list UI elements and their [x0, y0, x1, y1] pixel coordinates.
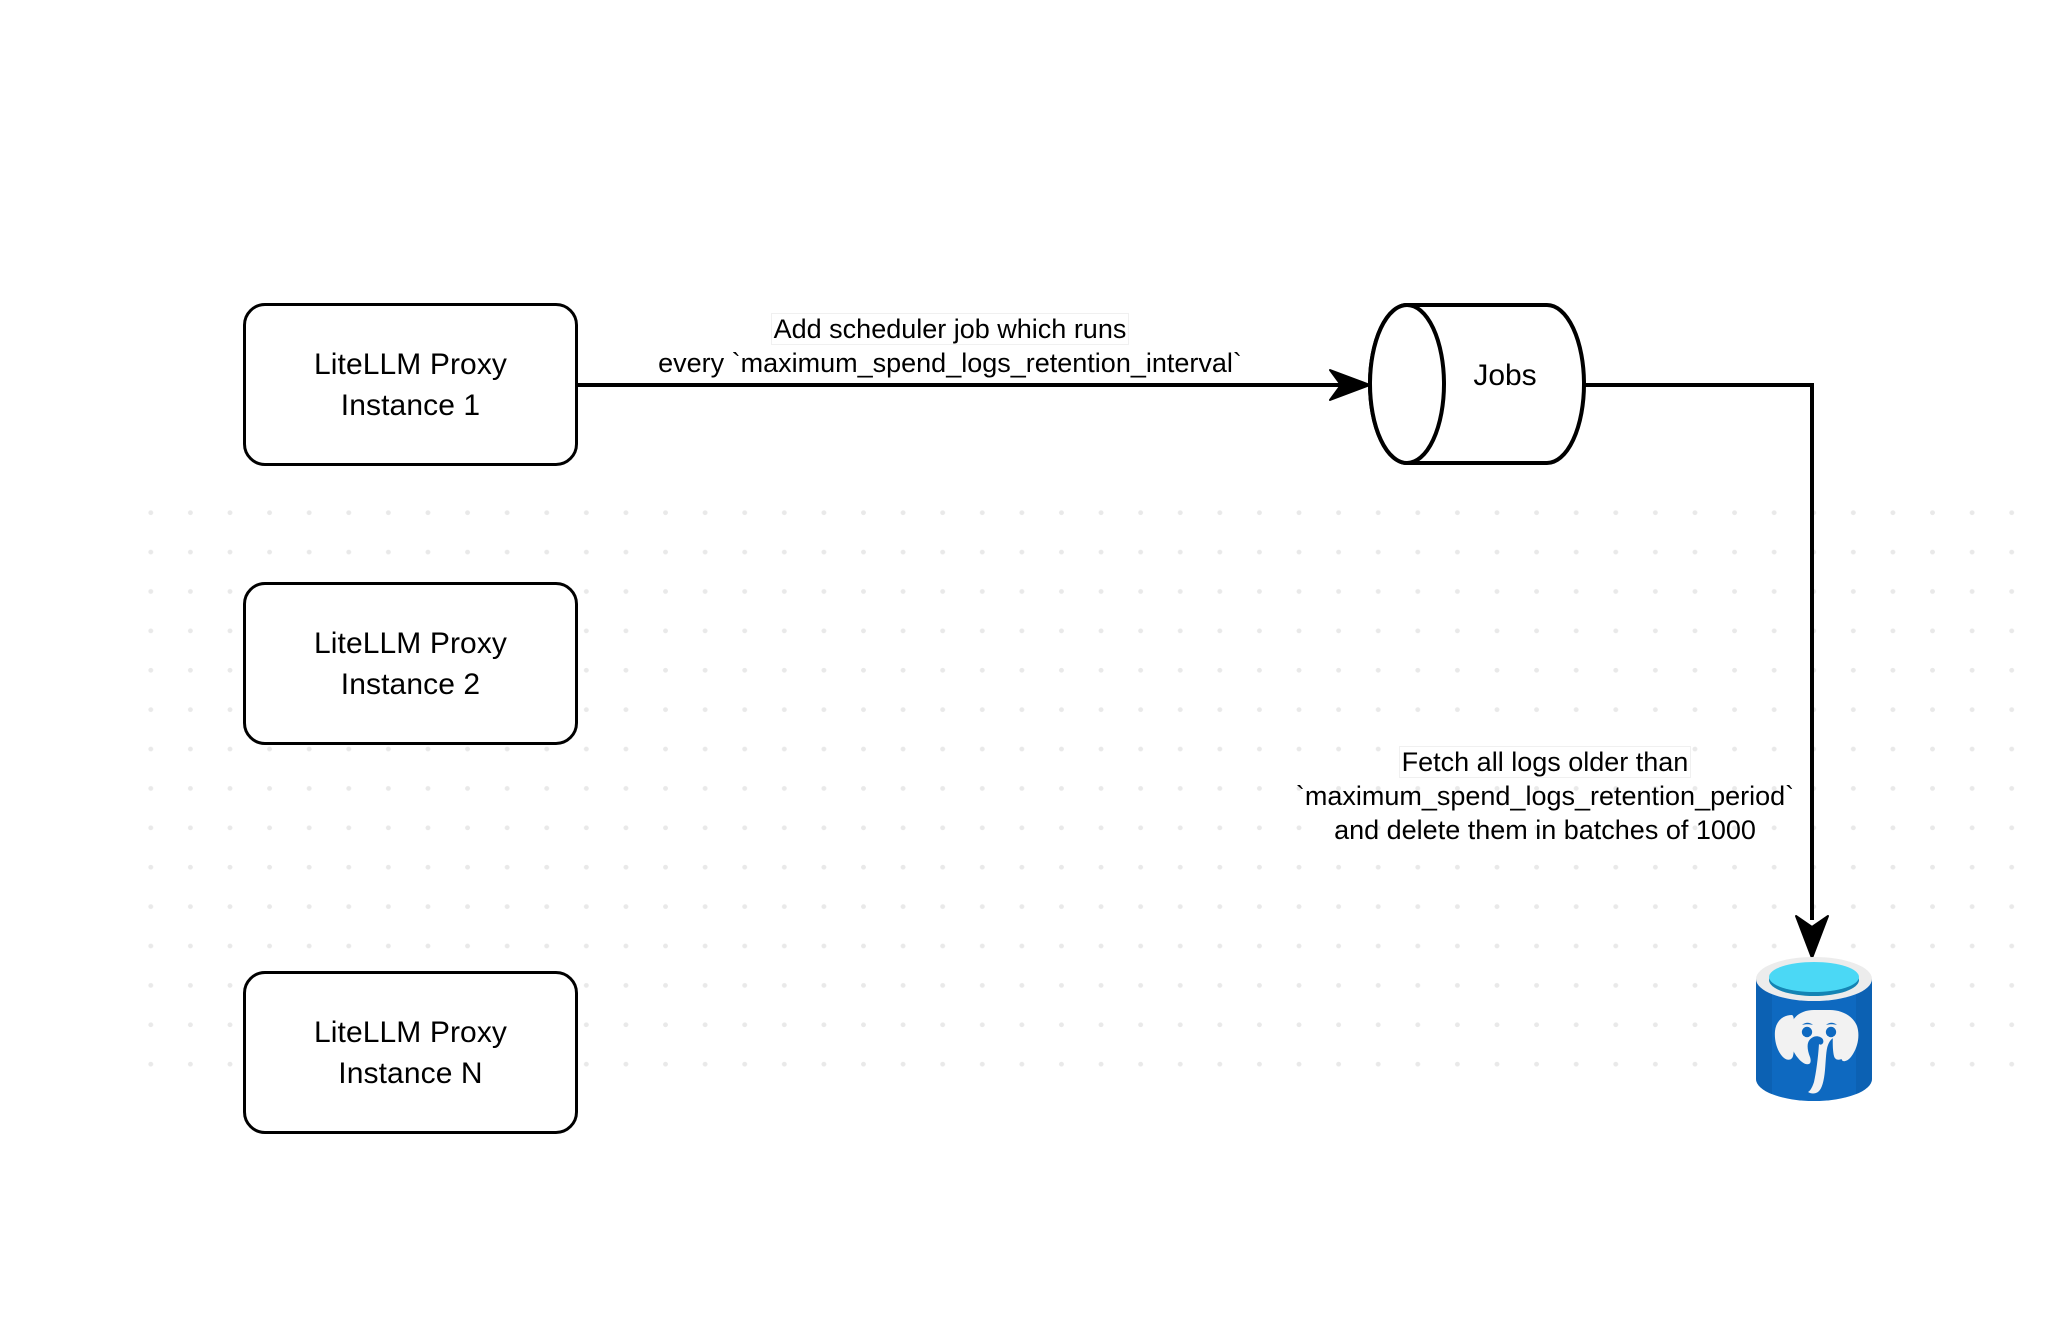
edge-label-line-2: every `maximum_spend_logs_retention_inte…	[658, 348, 1242, 378]
node-label-line-2: Instance 1	[340, 388, 481, 422]
node-label-line-1: LiteLLM Proxy	[313, 626, 508, 660]
node-label-line-2: Instance N	[338, 1056, 483, 1090]
edge-jobs-to-postgres	[1584, 383, 1829, 959]
edge-label-line-2: `maximum_spend_logs_retention_period`	[1295, 781, 1795, 811]
node-label-line-2: Instance 2	[340, 667, 481, 701]
postgres-elephant-glyph	[1774, 1010, 1859, 1094]
node-litellm-proxy-instance-1[interactable]: LiteLLM Proxy Instance 1	[243, 303, 578, 466]
edge-label-fetch-and-delete-logs: Fetch all logs older than `maximum_spend…	[1250, 745, 1840, 847]
node-label-line-1: LiteLLM Proxy	[313, 1015, 508, 1049]
node-label-line-1: LiteLLM Proxy	[313, 347, 508, 381]
edge-label-add-scheduler-job: Add scheduler job which runs every `maxi…	[600, 312, 1300, 380]
node-litellm-proxy-instance-2[interactable]: LiteLLM Proxy Instance 2	[243, 582, 578, 745]
node-jobs-label: Jobs	[1473, 359, 1537, 392]
node-jobs-cylinder[interactable]	[1368, 303, 1586, 465]
node-litellm-proxy-instance-n[interactable]: LiteLLM Proxy Instance N	[243, 971, 578, 1134]
postgresql-database-icon[interactable]	[1752, 955, 1876, 1103]
edge-label-line-1: Add scheduler job which runs	[771, 314, 1129, 344]
edge-label-line-3: and delete them in batches of 1000	[1334, 815, 1756, 845]
edge-label-line-1: Fetch all logs older than	[1399, 747, 1691, 777]
